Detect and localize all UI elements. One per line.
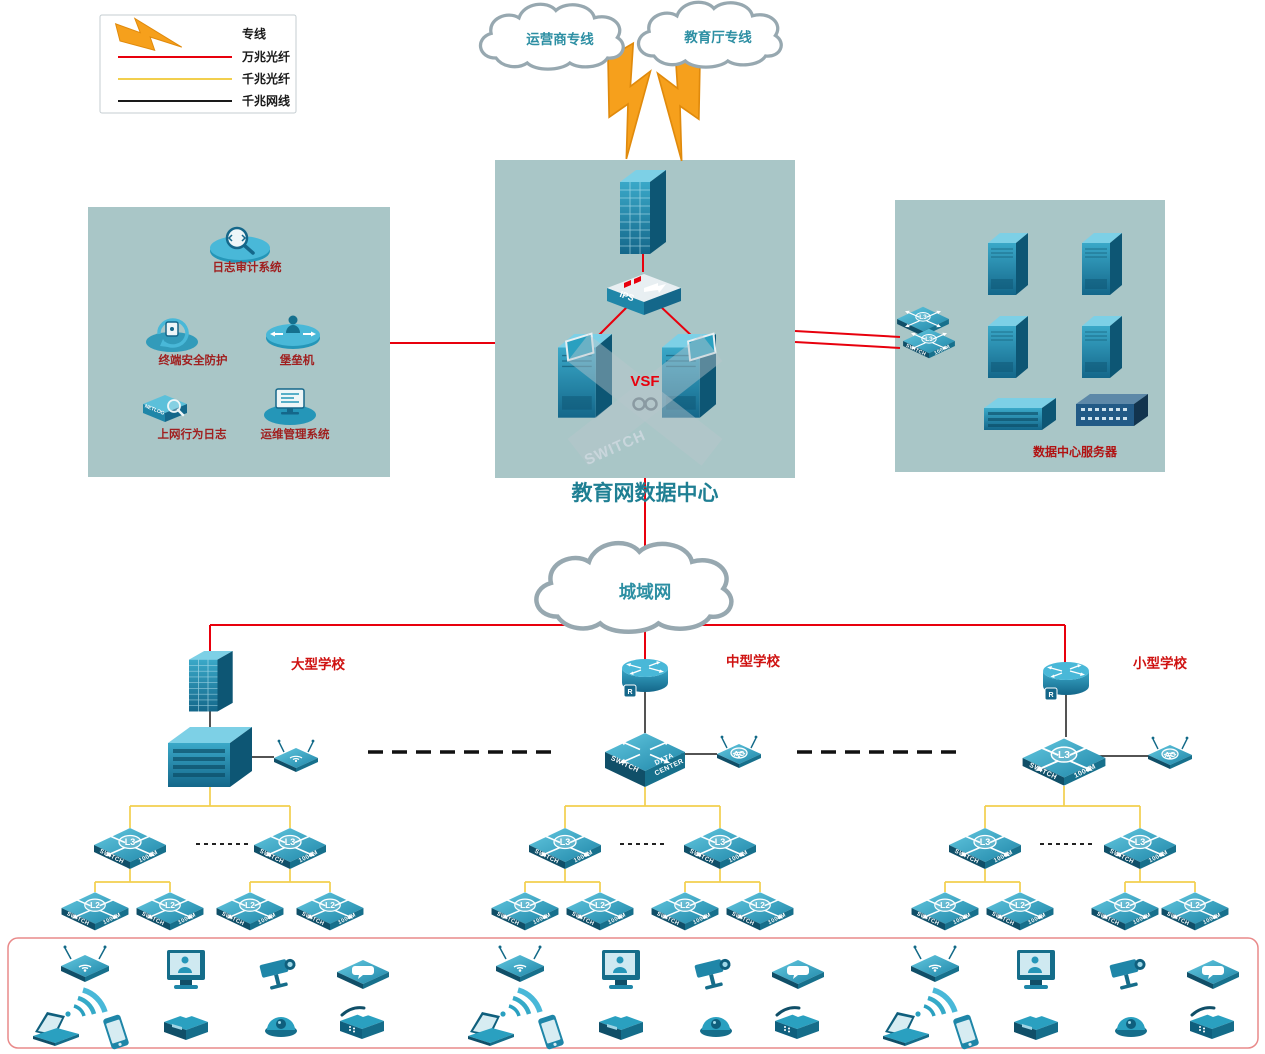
switch-l2-badge: L2 (325, 900, 335, 910)
cloud-education: 教育厅专线 (636, 0, 783, 69)
dashed-separators (196, 750, 1094, 845)
cloud-man: 城域网 (536, 543, 731, 632)
switch-l3-badge: L3 (1058, 750, 1070, 761)
switch-l3-badge: L3 (715, 837, 726, 847)
router-badge-label: R (627, 689, 632, 696)
l3-switch: L3 SWITCH 1000M (1104, 828, 1176, 869)
switch-l2-badge: L2 (245, 900, 255, 910)
vsf-label: VSF (630, 373, 659, 390)
small-school-label: 小型学校 (1133, 655, 1187, 671)
switch-l2-badge: L2 (1015, 900, 1025, 910)
switch-l2-badge: L2 (165, 900, 175, 910)
switch-l3-badge: L3 (285, 837, 296, 847)
medium-school-core-switch: SWITCH DATA CENTER (605, 733, 685, 787)
ips-label: IPS (618, 289, 635, 303)
legend-label-1g-cable: 千兆网线 (242, 93, 290, 108)
switch-l3-badge: L3 (125, 837, 136, 847)
datacenter-title: 教育网数据中心 (572, 481, 719, 505)
small-school-core-switch: L3 SWITCH 1000M (1023, 738, 1106, 785)
large-school-core-server-icon (168, 727, 252, 787)
netlog-device: NETLOG (141, 393, 189, 424)
router-badge: R (623, 684, 637, 698)
fiber-1g-links (94, 786, 1196, 892)
cable-1g-links (209, 690, 1148, 758)
l2-switch: L2 SWITCH 1000M (217, 892, 284, 930)
cloud-operator: 运营商专线 (478, 2, 625, 71)
rack-server-icon (984, 398, 1056, 430)
rack-switch-icon (1076, 394, 1148, 426)
l2-switch: L2 SWITCH 1000M (652, 892, 719, 930)
cloud-man-label: 城域网 (619, 582, 672, 602)
switch-l2-badge: L2 (520, 900, 530, 910)
bastion-host-label: 堡垒机 (280, 353, 315, 367)
switch-l2-badge: L2 (940, 900, 950, 910)
l2-switch: L2 SWITCH 1000M (1092, 892, 1159, 930)
vsf-link-icon (632, 397, 658, 411)
l3-switch: L3 SWITCH 1000M (94, 828, 166, 869)
server-tower-icon (1081, 232, 1123, 296)
l2-switch: L2 SWITCH 1000M (987, 892, 1054, 930)
l3-switch: L3 SWITCH 1000M (949, 828, 1021, 869)
l2-switch: L2 SWITCH 1000M (492, 892, 559, 930)
switch-l3-badge: L3 (919, 314, 927, 321)
log-audit-label: 日志审计系统 (213, 260, 282, 274)
ac-badge-label: AC (1165, 750, 1176, 759)
small-school-ac: AC (1147, 735, 1193, 770)
large-school-firewall-icon (188, 650, 234, 712)
terminal-protect-label: 终端安全防护 (159, 353, 228, 367)
switch-l2-badge: L2 (680, 900, 690, 910)
legend-label-dedicated: 专线 (242, 26, 266, 41)
switch-l2-badge: L2 (595, 900, 605, 910)
l2-switch: L2 SWITCH 1000M (137, 892, 204, 930)
server-tower-icon (987, 315, 1029, 379)
switch-l3-badge: L3 (560, 837, 571, 847)
l2-switch: L2 SWITCH 1000M (912, 892, 979, 930)
security-systems: 日志审计系统 终端安全防护 堡垒机 NETLOG 上网行为日志 运维管理系统 (141, 226, 330, 441)
legend-label-10g: 万兆光纤 (241, 49, 290, 64)
l2-switch: L2 SWITCH 1000M (727, 892, 794, 930)
l3-switch: L3 SWITCH 1000M (529, 828, 601, 869)
switch-l2-badge: L2 (1120, 900, 1130, 910)
ac-badge-label: AC (734, 749, 745, 758)
server-zone-title: 数据中心服务器 (1033, 444, 1118, 459)
router-badge-label: R (1048, 692, 1053, 699)
switch-l3-badge: L3 (980, 837, 991, 847)
legend: 专线 万兆光纤 千兆光纤 千兆网线 (99, 14, 297, 114)
switch-l3-badge: L3 (925, 336, 933, 343)
cloud-operator-label: 运营商专线 (526, 31, 594, 47)
cloud-education-label: 教育厅专线 (684, 29, 752, 45)
ips-device: IPS (607, 274, 681, 315)
switch-l2-badge: L2 (1190, 900, 1200, 910)
switch-l2-badge: L2 (90, 900, 100, 910)
server-tower-icon (987, 232, 1029, 296)
legend-label-1g-fiber: 千兆光纤 (242, 71, 290, 86)
l2-switch: L2 SWITCH 1000M (297, 892, 364, 930)
l2-switch: L2 SWITCH 1000M (62, 892, 129, 930)
server-tower-icon (1081, 315, 1123, 379)
l2-switch: L2 SWITCH 1000M (1162, 892, 1229, 930)
net-behavior-label: 上网行为日志 (158, 427, 227, 441)
l2-switch: L2 SWITCH 1000M (567, 892, 634, 930)
ops-mgmt-label: 运维管理系统 (261, 427, 330, 441)
l3-switch-row: L3 SWITCH 1000M L3 SWITCH 1000M L3 SWITC… (94, 828, 1176, 869)
router-badge: R (1044, 687, 1058, 701)
l3-switch: L3 SWITCH 1000M (254, 828, 326, 869)
core-firewall-icon (619, 169, 667, 255)
l3-switch: L3 SWITCH 1000M (684, 828, 756, 869)
large-school-label: 大型学校 (291, 656, 345, 672)
medium-school-ac: AC (716, 734, 762, 769)
large-school-ap-icon (273, 738, 319, 773)
l2-switch-row: L2 SWITCH 1000M L2 SWITCH 1000M L2 SWITC… (62, 892, 1229, 930)
medium-school-label: 中型学校 (726, 653, 780, 669)
switch-l3-badge: L3 (1135, 837, 1146, 847)
switch-l2-badge: L2 (755, 900, 765, 910)
